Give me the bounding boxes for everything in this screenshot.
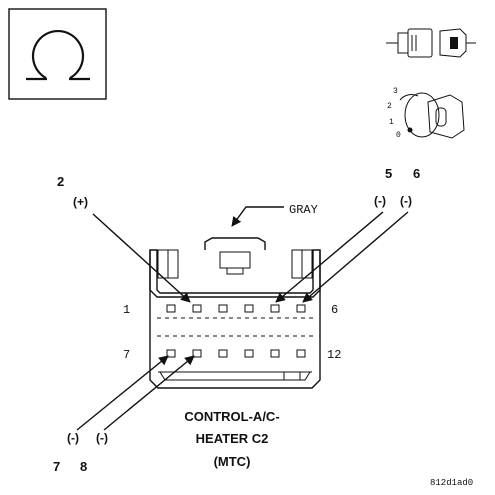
ignition-switch-icon: 3 2 1 0 bbox=[387, 87, 465, 140]
connector-title-line-1: CONTROL-A/C- bbox=[184, 409, 279, 424]
ignition-position-3: 3 bbox=[393, 87, 398, 96]
ohmmeter-symbol-box bbox=[8, 8, 107, 100]
pin-cavity bbox=[244, 304, 254, 313]
pin-cavity bbox=[166, 349, 176, 358]
ignition-position-2: 2 bbox=[387, 102, 392, 111]
row-label-1: 1 bbox=[123, 303, 130, 317]
connector-disconnected-icon bbox=[386, 28, 476, 58]
pin-8-polarity: (-) bbox=[96, 431, 108, 445]
pin-cavity bbox=[218, 304, 228, 313]
pin-cavity bbox=[166, 304, 176, 313]
connector-title: CONTROL-A/C- HEATER C2 (MTC) bbox=[184, 409, 279, 469]
callout-pin-2: 2 (+) bbox=[57, 174, 191, 303]
row-label-6: 6 bbox=[331, 303, 338, 317]
callout-pin-7: (-) 7 bbox=[53, 355, 169, 474]
pin-5-number: 5 bbox=[385, 166, 392, 181]
pin-cavity bbox=[270, 304, 280, 313]
pin-row-bottom bbox=[166, 349, 306, 358]
figure-code: 812d1ad0 bbox=[430, 478, 473, 488]
connector-title-line-2: HEATER C2 bbox=[196, 431, 269, 446]
color-label: GRAY bbox=[231, 203, 318, 227]
pin-6-polarity: (-) bbox=[400, 194, 412, 208]
pin-cavity bbox=[192, 304, 202, 313]
row-label-7: 7 bbox=[123, 348, 130, 362]
ignition-position-0: 0 bbox=[396, 131, 401, 140]
connector-color: GRAY bbox=[289, 203, 318, 217]
ignition-position-1: 1 bbox=[389, 118, 394, 127]
pin-cavity bbox=[270, 349, 280, 358]
pin-cavity bbox=[192, 349, 202, 358]
pin-7-polarity: (-) bbox=[67, 431, 79, 445]
pin-row-top bbox=[166, 304, 306, 313]
pin-2-number: 2 bbox=[57, 174, 64, 189]
pin-cavity bbox=[296, 304, 306, 313]
pin-cavity bbox=[244, 349, 254, 358]
pin-6-number: 6 bbox=[413, 166, 420, 181]
pin-5-polarity: (-) bbox=[374, 194, 386, 208]
pin-cavity bbox=[296, 349, 306, 358]
row-label-12: 12 bbox=[327, 348, 341, 362]
connector-title-line-3: (MTC) bbox=[214, 454, 251, 469]
callout-pin-8: (-) 8 bbox=[80, 355, 195, 474]
pin-8-number: 8 bbox=[80, 459, 87, 474]
pin-7-number: 7 bbox=[53, 459, 60, 474]
pin-2-polarity: (+) bbox=[73, 195, 88, 209]
callout-pin-5: 5 (-) bbox=[275, 166, 392, 303]
pin-cavity bbox=[218, 349, 228, 358]
ohmmeter-icon bbox=[26, 29, 90, 81]
connector-body bbox=[149, 237, 321, 389]
